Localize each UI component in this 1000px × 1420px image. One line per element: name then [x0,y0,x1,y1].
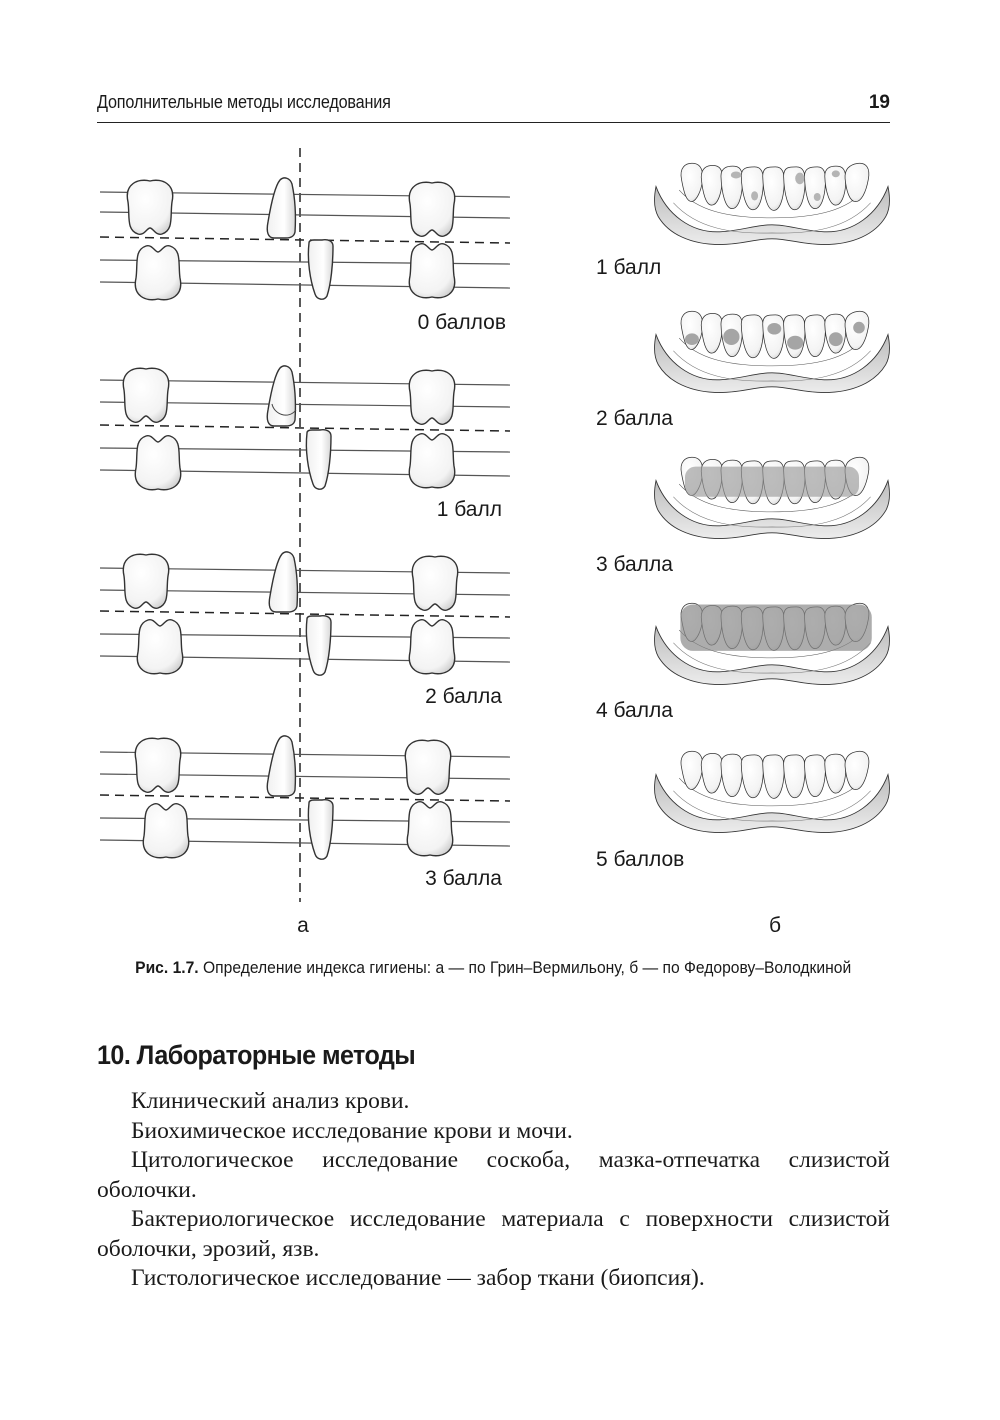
gv-row [99,365,511,491]
paragraph: Биохимическое исследование крови и мочи. [131,1117,573,1144]
jaw-illustration [654,310,890,393]
gv-row [99,551,511,676]
panel-a-label: а [297,914,309,937]
paragraph: Клинический анализ крови. [131,1088,410,1114]
gv-score-label: 3 балла [425,867,502,890]
panel-b: 1 балл 2 балла 3 балла 4 балла 5 баллов … [596,162,890,937]
paragraph: Гистологическое исследование — забор тка… [131,1265,705,1291]
gv-score-label: 0 баллов [418,311,506,334]
jaw-illustration [654,456,890,539]
caption-text: Определение индекса гигиены: а — по Грин… [198,958,852,977]
fv-score-label: 1 балл [596,256,661,279]
jaw-illustration [654,750,890,833]
running-head: Дополнительные методы исследования 19 [97,92,890,123]
figure-number: Рис. 1.7. [135,958,199,977]
panel-b-label: б [769,914,781,937]
gv-row [99,735,511,860]
page-number: 19 [868,92,890,113]
fv-score-label: 3 балла [596,553,673,576]
panel-a: 0 баллов 1 балл 2 балла 3 балла а [99,148,511,937]
hygiene-index-figure: 0 баллов 1 балл 2 балла 3 балла а 1 балл… [99,148,890,937]
fv-score-label: 4 балла [596,699,673,722]
gv-row [99,177,511,301]
gv-score-label: 1 балл [437,498,502,521]
jaw-illustration [654,602,890,685]
section-body: Клинический анализ крови. Биохимическое … [97,1087,890,1294]
gv-score-label: 2 балла [425,685,502,708]
fv-score-label: 5 баллов [596,848,684,871]
paragraph: Цитологическое исследование соскоба, маз… [97,1147,890,1203]
paragraph: Бактериологическое исследование материал… [97,1206,890,1262]
fv-score-label: 2 балла [596,407,673,430]
jaw-illustration [654,162,890,245]
running-title: Дополнительные методы исследования [97,92,391,112]
figure-caption: Рис. 1.7. Определение индекса гигиены: а… [97,956,890,980]
section-heading: 10. Лабораторные методы [97,1040,416,1070]
